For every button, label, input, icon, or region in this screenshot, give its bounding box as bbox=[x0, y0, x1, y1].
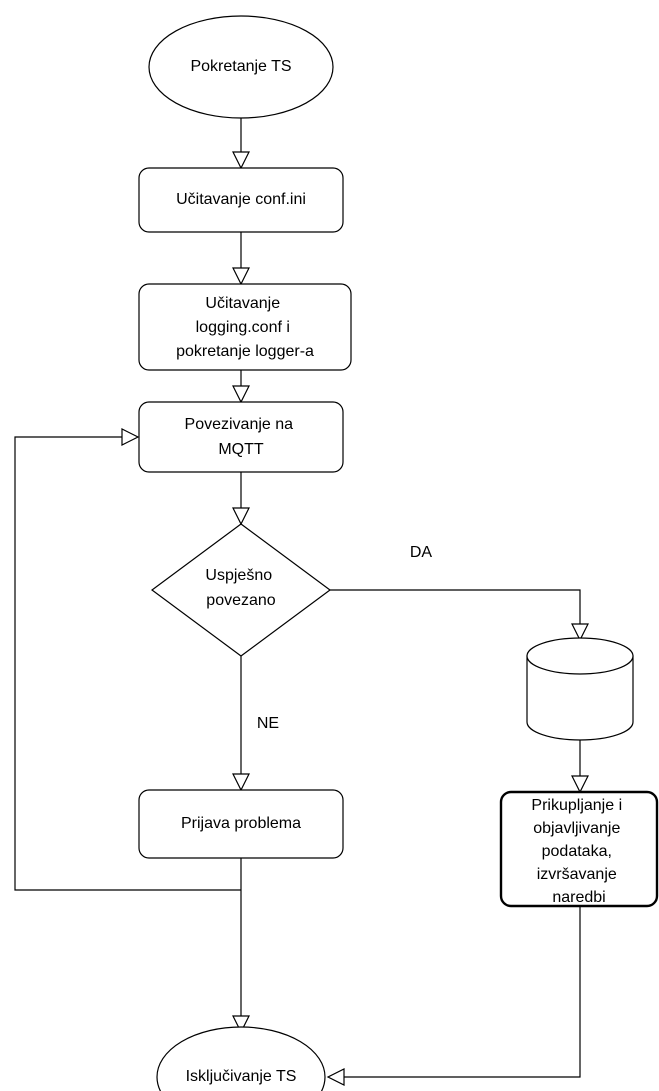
node-end-label: Isključivanje TS bbox=[186, 1068, 297, 1085]
node-decision-label: Uspješno povezano bbox=[205, 567, 276, 609]
process-shape bbox=[138, 283, 352, 371]
edge-label-no: NE bbox=[257, 715, 279, 732]
end-terminator-shape bbox=[156, 1026, 326, 1091]
node-load-conf: Učitavanje conf.ini bbox=[138, 167, 344, 233]
database-cylinder-icon bbox=[526, 655, 634, 741]
process-shape bbox=[138, 401, 344, 473]
node-load-logging-label: Učitavanje logging.conf i pokretanje log… bbox=[176, 295, 314, 360]
node-start: Pokretanje TS bbox=[148, 15, 334, 119]
node-end: Isključivanje TS bbox=[156, 1026, 326, 1091]
arrowhead-icon bbox=[232, 773, 250, 792]
arrowhead-icon bbox=[232, 385, 250, 404]
arrowhead-icon bbox=[326, 1068, 345, 1086]
node-connect: Povezivanje na MQTT bbox=[138, 401, 344, 473]
node-load-conf-label: Učitavanje conf.ini bbox=[176, 191, 306, 208]
node-decision: Uspješno povezano bbox=[150, 523, 332, 657]
arrowhead-icon bbox=[232, 267, 250, 286]
decision-shape bbox=[150, 523, 332, 657]
node-load-logging: Učitavanje logging.conf i pokretanje log… bbox=[138, 283, 352, 371]
process-shape bbox=[138, 789, 344, 859]
process-shape bbox=[138, 167, 344, 233]
node-connect-label: Povezivanje na MQTT bbox=[185, 416, 298, 458]
arrowhead-icon bbox=[121, 428, 140, 446]
arrowhead-icon bbox=[571, 775, 589, 794]
edge-collect-to-end bbox=[344, 906, 581, 1078]
arrowhead-icon bbox=[232, 151, 250, 170]
edge-decision-yes bbox=[330, 589, 581, 624]
node-report-label: Prijava problema bbox=[181, 815, 301, 832]
arrowhead-icon bbox=[232, 507, 250, 526]
edges bbox=[14, 118, 589, 1086]
node-storage bbox=[526, 637, 634, 741]
arrowhead-icon bbox=[571, 623, 589, 642]
node-collect-label: Prikupljanje i objavljivanje podataka, i… bbox=[531, 797, 626, 906]
process-shape bbox=[499, 790, 659, 908]
node-report: Prijava problema bbox=[138, 789, 344, 859]
edge-label-yes: DA bbox=[410, 544, 433, 561]
database-cylinder-top-icon bbox=[526, 637, 634, 675]
start-terminator-shape bbox=[148, 15, 334, 119]
edge-retry-loop bbox=[14, 436, 241, 891]
node-start-label: Pokretanje TS bbox=[190, 58, 291, 75]
arrowhead-icon bbox=[232, 1015, 250, 1034]
node-collect: Prikupljanje i objavljivanje podataka, i… bbox=[499, 790, 659, 908]
